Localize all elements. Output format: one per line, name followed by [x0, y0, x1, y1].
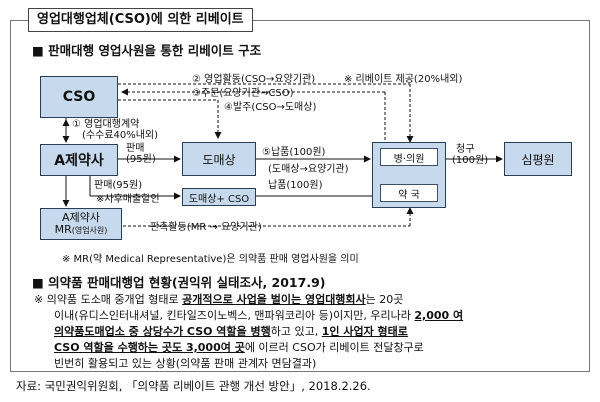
step4-label: ④발주(CSO→도매상) [224, 102, 317, 113]
contract-label: ① 영업대행계약 [72, 119, 140, 130]
diagram-footnote: ※ MR(약 Medical Representative)은 의약품 판매 영… [62, 254, 359, 265]
section1-title: 판매대행 영업사원을 통한 리베이트 구조 [48, 43, 262, 58]
source-caption: 자료: 국민권익위원회, 「의약품 리베이트 관행 개선 방안」, 2018.2… [16, 379, 371, 393]
claim-label: 청구 [456, 144, 475, 155]
section2-heading: ■ 의약품 판매대행업 현황(권익위 실태조사, 2017.9) [32, 272, 326, 291]
hospital-box: 병·의원 [380, 148, 438, 166]
a-pharma-box: A제약사 [40, 144, 118, 176]
mr-company: A제약사 [62, 210, 100, 224]
hira-box: 심평원 [504, 142, 572, 176]
delivery2-label: 납품(100원) [268, 180, 323, 191]
sale-top-label: 판매 [126, 143, 145, 154]
sale-top-price: (95원) [126, 154, 156, 165]
para-line-2: 이내(유디스인터내셔널, 킨타일즈이노벡스, 맨파워코리아 등)이지만, 우리나… [54, 309, 464, 322]
claim-amount-label: (100원) [452, 155, 489, 166]
section2-title: 의약품 판매대행업 현황(권익위 실태조사, 2017.9) [48, 275, 326, 290]
section2-bullet: ■ [32, 275, 44, 290]
pharmacy-box: 약 국 [380, 184, 438, 202]
section1-bullet: ■ [32, 43, 44, 58]
wholesaler-box: 도매상 [182, 142, 256, 176]
para-line-1: ※ 의약품 도소매 중개업 형태로 공개적으로 사업을 벌이는 영업대행회사는 … [34, 293, 404, 306]
section1-heading: ■ 판매대행 영업사원을 통한 리베이트 구조 [32, 40, 261, 59]
para-line-4: CSO 역할을 수행하는 곳도 3,000여 곳에 이르러 CSO가 리베이트 … [54, 341, 424, 354]
delivery-route-label: (도매상→요양기관) [268, 164, 349, 175]
para-line-5: 빈번히 활용되고 있는 상황(의약품 판매 관계자 면담결과) [54, 357, 317, 370]
para-line-3: 의약품도매업소 중 상당수가 CSO 역할을 병행하고 있고, 1인 사업자 형… [54, 325, 408, 338]
rebate-label: ※ 리베이트 제공(20%내외) [344, 74, 463, 85]
step2-label: ② 영업활동(CSO→요양기관) [192, 74, 316, 85]
sale-bottom-label: 판매(95원) [94, 180, 143, 191]
mr-activity-label: 판촉활동(MR → 요양기관) [150, 222, 262, 233]
mr-box: A제약사 MR(영업사원) [40, 208, 122, 240]
page-title: 영업대행업체(CSO)에 의한 리베이트 [28, 8, 253, 32]
contract-fee-label: (수수료40%내외) [82, 130, 159, 141]
step3-label: ③주문(요양기관→CSO) [192, 88, 294, 99]
wholesaler-cso-box: 도매상+ CSO [182, 188, 256, 206]
delivery-label: ⑤납품(100원) [262, 147, 326, 158]
mr-label: MR(영업사원) [54, 222, 108, 236]
discount-label: ※사후매출할인 [96, 194, 160, 205]
cso-box: CSO [40, 76, 118, 118]
